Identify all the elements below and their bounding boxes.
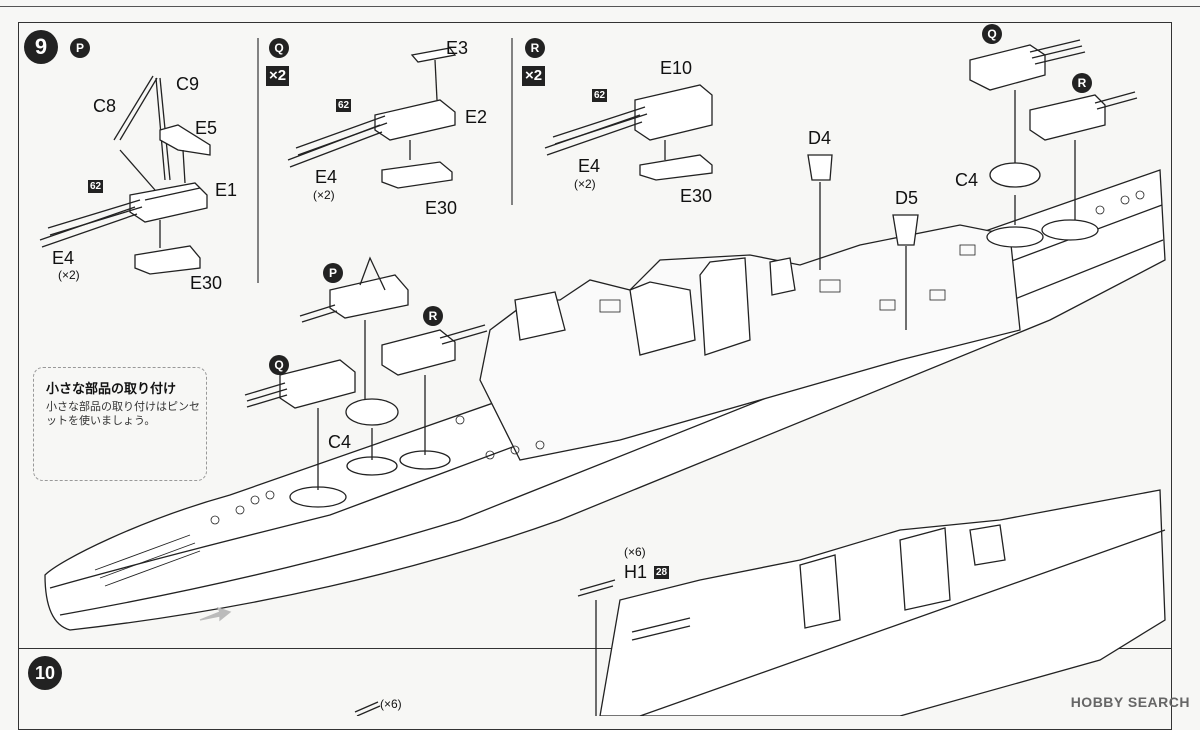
turret-p-mid — [299, 256, 409, 460]
tip-body: 小さな部品の取り付けはピンセットを使いましょう。 — [46, 401, 200, 427]
part-e1: E1 — [215, 180, 238, 200]
tip-title: 小さな部品の取り付け — [46, 381, 177, 396]
part-h1: H1 — [624, 562, 648, 582]
part-e30-q: E30 — [425, 198, 458, 218]
multiplier-r: ×2 — [522, 66, 546, 86]
marker-r-mid: R — [423, 306, 443, 326]
marker-p-mid: P — [323, 263, 343, 283]
paint-code-q: 62 — [336, 99, 352, 112]
part-c8: C8 — [93, 96, 117, 116]
count-e4-r: (×2) — [574, 177, 596, 191]
part-d4: D4 — [808, 128, 832, 148]
marker-q-mid: Q — [269, 355, 289, 375]
tip-box: 小さな部品の取り付け 小さな部品の取り付けはピンセットを使いましょう。 — [33, 367, 207, 481]
marker-q: Q — [269, 38, 289, 58]
count-e4-q: (×2) — [313, 188, 335, 202]
part-e30-p: E30 — [190, 273, 223, 293]
part-e4-p: E4 — [52, 248, 75, 268]
step10-parts — [354, 701, 381, 716]
step-9-badge: 9 — [24, 30, 58, 64]
turret-q-exploded — [287, 47, 457, 189]
direction-arrow — [199, 606, 232, 622]
d4-part — [807, 154, 833, 270]
part-e30-r: E30 — [680, 186, 713, 206]
ship-hull-step9 — [44, 169, 1166, 631]
top-rule — [0, 0, 1200, 7]
part-e10: E10 — [660, 58, 693, 78]
part-d5: D5 — [895, 188, 919, 208]
part-e2: E2 — [465, 107, 488, 127]
d5-part — [892, 214, 919, 330]
count-h1: (×6) — [624, 545, 646, 559]
turret-p-exploded — [39, 75, 211, 275]
part-c9: C9 — [176, 74, 200, 94]
turret-r-mid — [381, 324, 488, 455]
part-c4-left: C4 — [328, 432, 352, 452]
paint-code-h1: 28 — [654, 566, 670, 579]
part-e4-q: E4 — [315, 167, 338, 187]
turret-r-upper-right — [1029, 91, 1138, 220]
count-step10: (×6) — [380, 697, 402, 711]
hobby-search-watermark: HOBBY SEARCH — [1070, 694, 1190, 710]
turret-r-exploded — [544, 84, 713, 181]
part-e5: E5 — [195, 118, 218, 138]
step-10-badge: 10 — [28, 656, 62, 690]
part-c4-right: C4 — [955, 170, 979, 190]
ship-lower-view — [577, 489, 1166, 716]
multiplier-q: ×2 — [266, 66, 290, 86]
part-e3: E3 — [446, 38, 469, 58]
count-e4-p: (×2) — [58, 268, 80, 282]
turret-q-upper-right — [969, 39, 1086, 225]
marker-p: P — [70, 38, 90, 58]
marker-q-upper-right: Q — [982, 24, 1002, 44]
paint-code-p: 62 — [88, 180, 104, 193]
marker-r-upper-right: R — [1072, 73, 1092, 93]
turret-q-mid — [244, 359, 356, 490]
part-e4-r: E4 — [578, 156, 601, 176]
marker-r: R — [525, 38, 545, 58]
step-9-frame — [18, 22, 1172, 648]
paint-code-r: 62 — [592, 89, 608, 102]
